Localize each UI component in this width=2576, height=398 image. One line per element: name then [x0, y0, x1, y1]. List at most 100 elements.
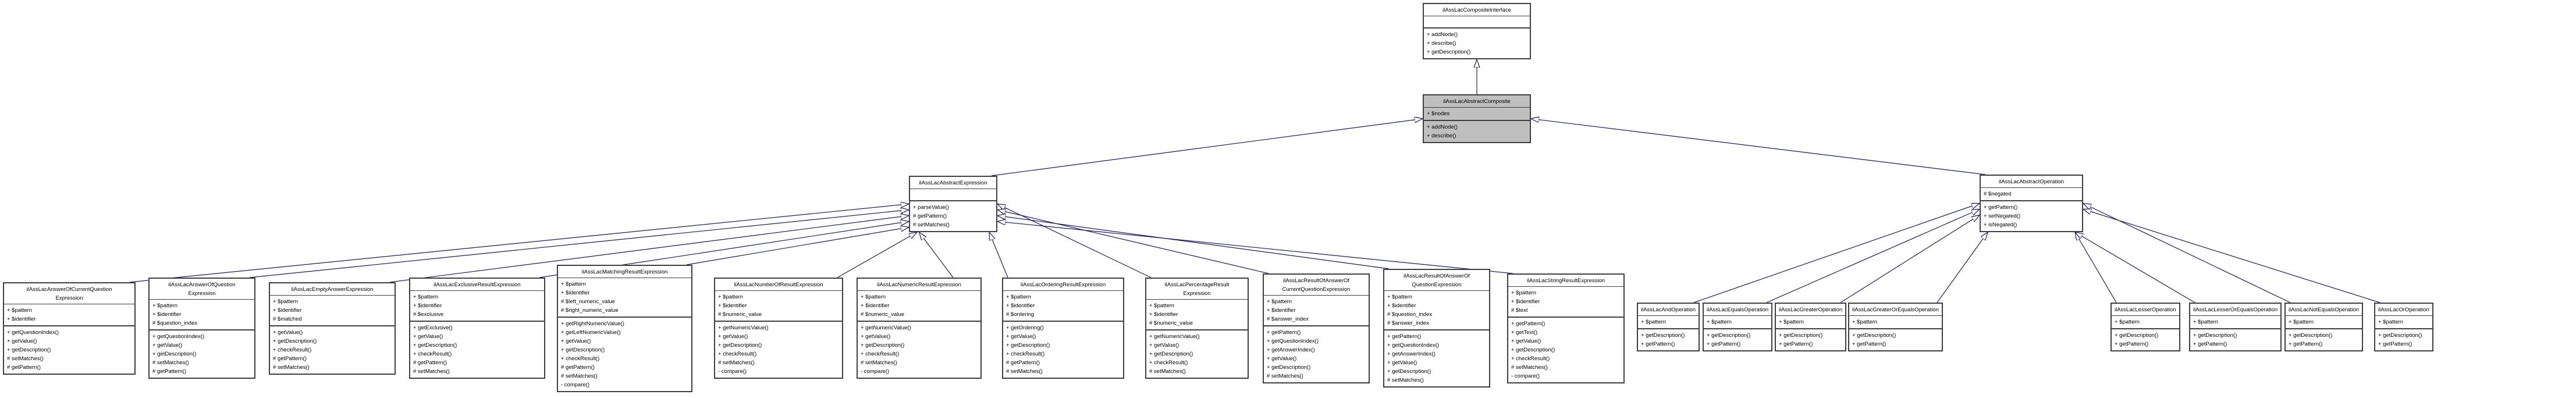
methods-section: + getRightNumericValue()+ getLeftNumeric…	[558, 318, 691, 391]
methods-section: + getOrdering()+ getValue()+ getDescript…	[1003, 322, 1123, 378]
class-node-equals-operation[interactable]: ilAssLacEqualsOperation + $pattern + getDe…	[1703, 303, 1773, 351]
attributes-section: + $pattern+ $identifier# $ordering	[1003, 291, 1123, 322]
class-node-answer-of-current-question-expression[interactable]: ilAssLacAnswerOfCurrentQuestion Expressi…	[3, 282, 136, 375]
class-node-and-operation[interactable]: ilAssLacAndOperation+ $pattern+ getDescr…	[1637, 303, 1700, 351]
class-node-number-of-result-expression[interactable]: ilAssLacNumberOfResultExpression+ $patte…	[714, 278, 843, 379]
class-node-answer-of-question-expression[interactable]: ilAssLacAnswerOfQuestion Expression+ $pa…	[148, 278, 255, 379]
class-node-exclusive-result-expression[interactable]: ilAssLacExclusiveResultExpression+ $patt…	[409, 278, 545, 379]
class-node-lesser-or-equals-operation[interactable]: ilAssLacLesserOrEqualsOperation + $patter…	[2189, 303, 2282, 351]
method: # getPattern()	[1006, 360, 1040, 366]
inheritance-edge	[686, 228, 909, 265]
attribute: # $numeric_value	[861, 311, 904, 318]
class-node-result-of-answer-of-current-question-expression[interactable]: ilAssLacResultOfAnswerOf CurrentQuestion…	[1263, 273, 1370, 383]
inheritance-edge	[837, 232, 917, 278]
method: + getDescription()	[1006, 342, 1050, 349]
method: + getDescription()	[1779, 332, 1823, 339]
attribute: + $pattern	[1707, 319, 1732, 325]
method: - compare()	[561, 382, 590, 388]
attribute: + $pattern	[2193, 319, 2219, 325]
class-node-string-result-expression[interactable]: ilAssLacStringResultExpression+ $pattern…	[1507, 273, 1625, 383]
class-node-percentage-result-expression[interactable]: ilAssLacPercentageResult Expression+ $pa…	[1145, 278, 1249, 379]
class-node-greater-or-equals-operation[interactable]: ilAssLacGreaterOrEqualsOperation+ $patte…	[1848, 303, 1943, 351]
methods-section: + getDescription()+ getPattern()	[2286, 329, 2362, 350]
attribute: + $pattern	[152, 303, 178, 309]
attribute: + $identifier	[1387, 303, 1416, 309]
method: + getDescription()	[1511, 347, 1555, 353]
class-node-numeric-result-expression[interactable]: ilAssLacNumericResultExpression+ $patter…	[857, 278, 982, 379]
method: + checkResult()	[1149, 360, 1188, 366]
method: + getValue()	[152, 342, 183, 349]
method: + getExclusive()	[413, 325, 453, 331]
method: + checkResult()	[1511, 356, 1550, 362]
methods-section: + getDescription()+ getPattern()	[1704, 329, 1771, 350]
method: + getValue()	[861, 333, 891, 340]
class-name: ilAssLacGreaterOrEqualsOperation	[1849, 304, 1942, 316]
method: # getPattern()	[413, 360, 447, 366]
method: + describe()	[1427, 133, 1456, 139]
attribute: + $pattern	[1387, 294, 1413, 300]
method: + describe()	[1427, 40, 1456, 47]
inheritance-edge	[1840, 215, 1980, 303]
method: - compare()	[718, 368, 747, 375]
methods-section: + getDescription()+ getPattern()	[2112, 329, 2179, 350]
method: + checkResult()	[413, 351, 452, 357]
attribute: + $identifier	[561, 290, 590, 296]
inheritance-edge	[997, 222, 1513, 274]
class-node-ordering-result-expression[interactable]: ilAssLacOrderingResultExpression+ $patte…	[1002, 278, 1124, 379]
attribute: + $identifier	[7, 316, 36, 322]
method: # getPattern()	[273, 356, 307, 362]
attribute: + $pattern	[2378, 319, 2404, 325]
class-node-greater-operation[interactable]: ilAssLacGreaterOperation+ $pattern+ getD…	[1775, 303, 1847, 351]
method: # setMatches()	[1267, 373, 1303, 379]
methods-section: + getNumericValue()+ getValue()+ getDesc…	[1146, 331, 1248, 378]
method: + getPattern()	[2193, 341, 2227, 347]
class-name: ilAssLacOrOperation	[2375, 304, 2432, 316]
method: + getOrdering()	[1006, 325, 1044, 331]
class-node-or-operation[interactable]: ilAssLacOrOperation + $pattern + getDescri…	[2374, 303, 2433, 351]
class-node-result-of-answer-of-question-expression[interactable]: ilAssLacResultOfAnswerOf QuestionExpress…	[1383, 269, 1490, 388]
methods-section: + getDescription()+ getPattern()	[1638, 329, 1699, 350]
inheritance-edge	[989, 232, 1008, 278]
methods-section: + getDescription()+ getPattern()	[2375, 329, 2432, 350]
method: # getPattern()	[152, 368, 187, 375]
attribute: # $text	[1511, 307, 1528, 314]
class-node-matching-result-expression[interactable]: ilAssLacMatchingResultExpression+ $patte…	[557, 265, 692, 392]
attribute: + $identifier	[273, 307, 302, 314]
method: # setMatches()	[273, 364, 310, 371]
class-node-abstract-composite[interactable]: ilAssLacAbstractComposite+ $nodes+ addNo…	[1423, 94, 1531, 143]
method: + getDescription()	[2193, 332, 2237, 339]
class-name: ilAssLacAndOperation	[1638, 304, 1699, 316]
method: + getQuestionIndex()	[7, 329, 59, 336]
method: + getDescription()	[1387, 368, 1431, 375]
class-node-abstract-operation[interactable]: ilAssLacAbstractOperation# $negated+ get…	[1980, 175, 2083, 232]
attribute: # $answer_index	[1387, 320, 1429, 326]
method: + checkResult()	[861, 351, 900, 357]
method: + getValue()	[561, 338, 591, 344]
method: + getDescription()	[1149, 351, 1193, 357]
attributes-section: + $pattern	[2286, 316, 2362, 329]
method: # setMatches()	[1511, 364, 1548, 371]
class-node-lesser-operation[interactable]: ilAssLacLesserOperation+ $pattern+ getDe…	[2110, 303, 2180, 351]
class-node-empty-answer-expression[interactable]: ilAssLacEmptyAnswerExpression+ $pattern+…	[269, 282, 396, 375]
method: + getDescription()	[1641, 332, 1685, 339]
class-node-composite-interface[interactable]: ilAssLacCompositeInterface+ addNode()+ d…	[1423, 3, 1531, 59]
method: + parseValue()	[913, 204, 949, 211]
method: + getRightNumericValue()	[561, 321, 624, 327]
method: + getDescription()	[1267, 364, 1311, 371]
method: # setMatches()	[1149, 368, 1186, 375]
class-node-abstract-expression[interactable]: ilAssLacAbstractExpression+ parseValue()…	[909, 176, 997, 232]
method: + getValue()	[1387, 360, 1417, 366]
method: # setMatches()	[718, 360, 755, 366]
method: + checkResult()	[1006, 351, 1045, 357]
method: + getDescription()	[7, 347, 51, 353]
attribute: # $question_index	[1387, 311, 1433, 318]
methods-section: + getNumericValue()+ getValue()+ getDesc…	[858, 322, 980, 378]
class-name: ilAssLacOrderingResultExpression	[1003, 279, 1123, 291]
attributes-section: + $pattern + $identifier # $question_index…	[1384, 291, 1489, 331]
class-name: ilAssLacEmptyAnswerExpression	[270, 283, 395, 296]
class-name: ilAssLacEqualsOperation	[1704, 304, 1772, 316]
class-name: ilAssLacLesserOrEqualsOperation	[2190, 304, 2281, 316]
class-node-not-equals-operation[interactable]: ilAssLacNotEqualsOperation+ $pattern+ ge…	[2284, 303, 2363, 351]
attribute: + $identifier	[1511, 298, 1540, 305]
method: + addNode()	[1427, 124, 1458, 130]
